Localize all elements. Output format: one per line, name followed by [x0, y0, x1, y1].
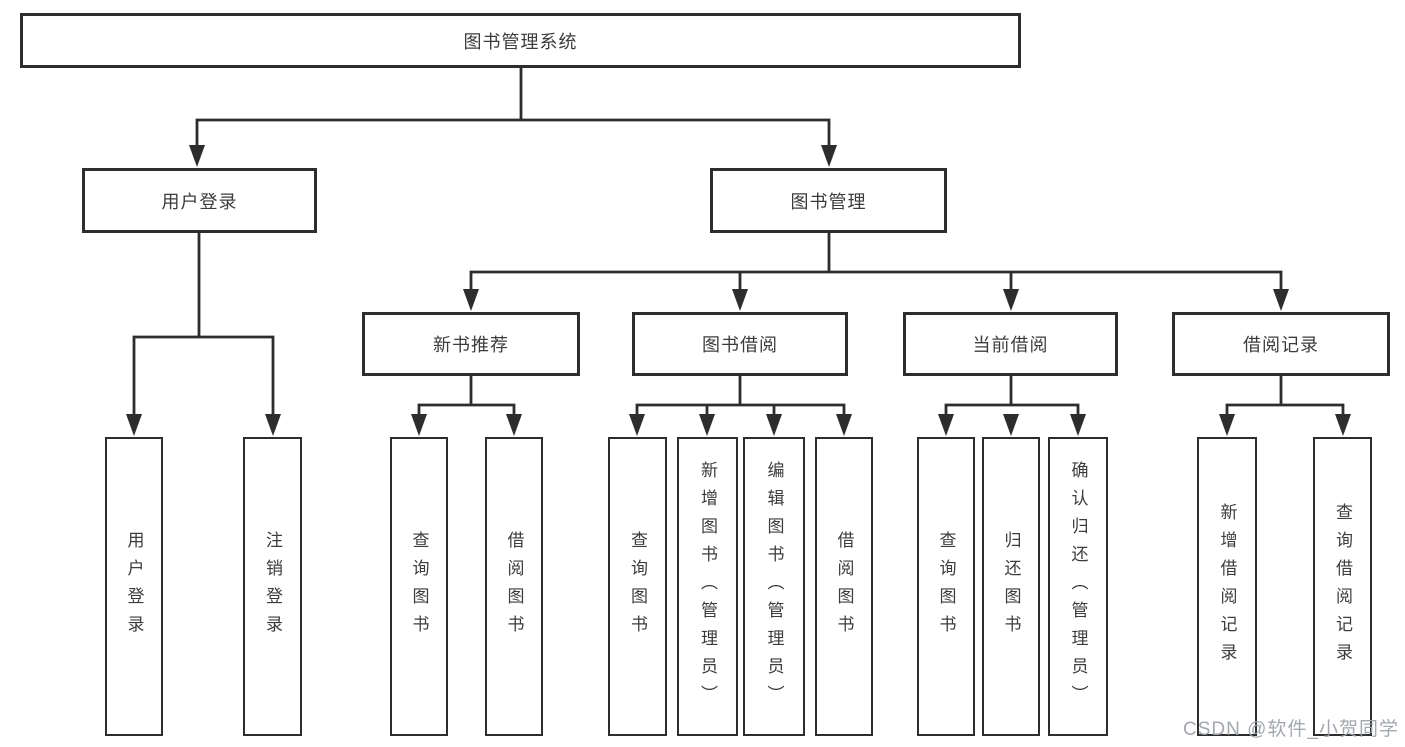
leaf-label: 借阅图书	[834, 530, 854, 643]
node-query-books-borrowing: 查询图书	[608, 437, 667, 736]
leaf-label: 查询图书	[409, 530, 429, 643]
leaf-label: 查询图书	[628, 530, 647, 643]
leaf-label: 查询图书	[936, 530, 956, 643]
leaf-label: 注销登录	[263, 530, 282, 643]
node-add-borrow-record: 新增借阅记录	[1197, 437, 1257, 736]
leaf-label: 确认归还（管理员）	[1068, 460, 1088, 713]
node-user-login-leaf: 用户登录	[105, 437, 163, 736]
node-query-books-current: 查询图书	[917, 437, 975, 736]
node-book-management-system: 图书管理系统	[20, 13, 1021, 68]
leaf-label: 新增图书（管理员）	[698, 460, 717, 713]
group-label: 图书借阅	[702, 335, 778, 355]
node-add-books-admin: 新增图书（管理员）	[677, 437, 738, 736]
root-label: 图书管理系统	[463, 31, 578, 52]
node-query-books-recommend: 查询图书	[390, 437, 448, 736]
group-label: 当前借阅	[972, 335, 1049, 355]
node-query-borrow-record: 查询借阅记录	[1313, 437, 1372, 736]
leaf-label: 编辑图书（管理员）	[764, 460, 784, 713]
watermark: CSDN @软件_小贺同学	[1183, 719, 1399, 740]
leaf-label: 查询借阅记录	[1333, 502, 1352, 671]
node-new-book-recommendation: 新书推荐	[362, 312, 580, 376]
group-label: 新书推荐	[433, 335, 509, 355]
node-user-login-branch: 用户登录	[82, 168, 317, 233]
leaf-label: 归还图书	[1001, 530, 1021, 643]
node-borrow-books-borrowing: 借阅图书	[815, 437, 873, 736]
node-borrowing-records: 借阅记录	[1172, 312, 1390, 376]
branch-label: 图书管理	[790, 191, 867, 212]
node-logout-leaf: 注销登录	[243, 437, 302, 736]
node-confirm-return-admin: 确认归还（管理员）	[1048, 437, 1108, 736]
node-current-borrowing: 当前借阅	[903, 312, 1118, 376]
node-borrow-books-recommend: 借阅图书	[485, 437, 543, 736]
leaf-label: 用户登录	[124, 530, 144, 643]
leaf-label: 新增借阅记录	[1217, 502, 1237, 671]
node-book-borrowing: 图书借阅	[632, 312, 848, 376]
leaf-label: 借阅图书	[504, 530, 524, 643]
node-edit-books-admin: 编辑图书（管理员）	[743, 437, 805, 736]
group-label: 借阅记录	[1243, 335, 1319, 355]
arrowheads	[126, 145, 1351, 436]
node-book-management-branch: 图书管理	[710, 168, 947, 233]
branch-label: 用户登录	[161, 191, 238, 212]
node-return-books: 归还图书	[982, 437, 1040, 736]
